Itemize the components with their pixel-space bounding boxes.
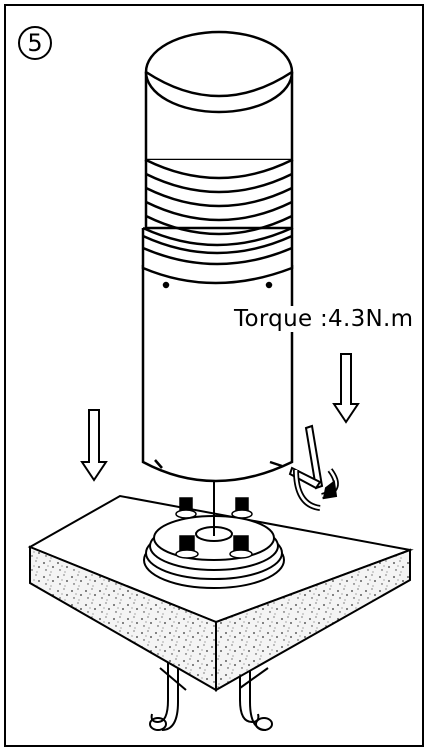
- down-arrows: [80, 353, 360, 482]
- step-number-badge: 5: [18, 26, 52, 60]
- torque-label: Torque :4.3N.m: [232, 306, 416, 332]
- anchor-rods: [149, 655, 273, 731]
- bollard-light: [141, 30, 294, 483]
- allen-key-icon: [288, 424, 339, 511]
- anchor-bolts: [175, 497, 253, 559]
